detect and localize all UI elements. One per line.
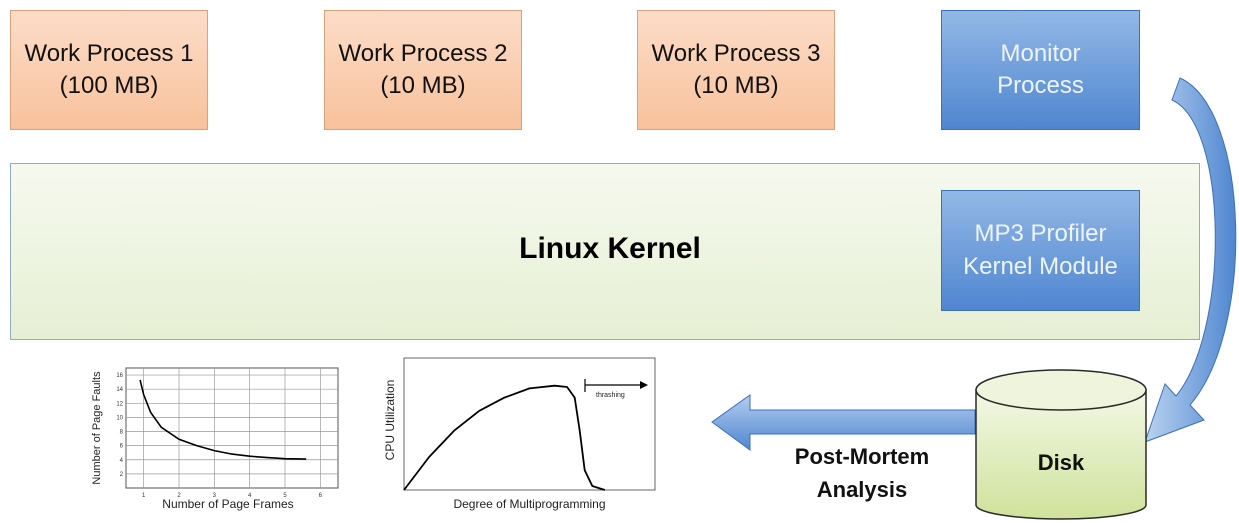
x-tick-label: 1	[142, 493, 146, 499]
monitor-process-line1: Monitor	[1000, 39, 1081, 67]
y-tick-label: 10	[116, 415, 123, 421]
x-tick-label: 3	[213, 493, 217, 499]
x-tick-label: 2	[177, 493, 181, 499]
page-fault-curve	[139, 379, 307, 460]
profiler-line2: Kernel Module	[963, 252, 1118, 280]
plot-frame	[403, 357, 656, 491]
profiler-module-box: MP3 Profiler Kernel Module	[941, 190, 1140, 311]
y-tick-label: 8	[120, 430, 124, 436]
work-process-1-box: Work Process 1 (100 MB)	[10, 10, 208, 130]
work-process-1-name: Work Process 1	[24, 39, 194, 67]
thrashing-annotation: thrashing	[596, 392, 625, 399]
x-tick-label: 5	[283, 493, 287, 499]
work-process-2-box: Work Process 2 (10 MB)	[324, 10, 522, 130]
disk-to-analysis-arrow	[711, 394, 976, 451]
x-axis-label: Degree of Multiprogramming	[453, 497, 605, 511]
work-process-2-name: Work Process 2	[338, 39, 508, 67]
y-axis-label: CPU Utilization	[383, 380, 397, 461]
disk-cylinder	[975, 369, 1147, 520]
monitor-process-box: Monitor Process	[941, 10, 1140, 130]
x-axis-label: Number of Page Frames	[162, 497, 293, 511]
y-axis-label: Number of Page Faults	[91, 371, 103, 485]
y-tick-label: 2	[120, 472, 124, 478]
x-tick-label: 4	[248, 493, 252, 499]
linux-kernel-label: Linux Kernel	[519, 232, 701, 265]
profiler-line1: MP3 Profiler	[974, 220, 1107, 248]
y-tick-label: 16	[116, 373, 123, 379]
work-process-3-box: Work Process 3 (10 MB)	[637, 10, 835, 130]
disk-label: Disk	[1037, 450, 1085, 475]
work-process-2-size: (10 MB)	[380, 72, 466, 99]
post-mortem-label: Post-Mortem Analysis	[752, 440, 972, 506]
y-tick-label: 4	[120, 458, 124, 464]
work-process-3-name: Work Process 3	[651, 39, 821, 67]
post-mortem-line1: Post-Mortem	[794, 444, 930, 469]
work-process-3-size: (10 MB)	[693, 72, 779, 99]
x-tick-label: 6	[319, 493, 323, 499]
monitor-process-line2: Process	[997, 72, 1084, 99]
thrashing-arrowhead	[640, 381, 648, 389]
y-tick-label: 6	[120, 444, 124, 450]
y-tick-label: 12	[116, 401, 123, 407]
cpu-utilization-curve	[403, 384, 606, 491]
post-mortem-line2: Analysis	[816, 477, 908, 502]
y-tick-label: 14	[116, 387, 123, 393]
work-process-1-size: (100 MB)	[59, 72, 159, 99]
